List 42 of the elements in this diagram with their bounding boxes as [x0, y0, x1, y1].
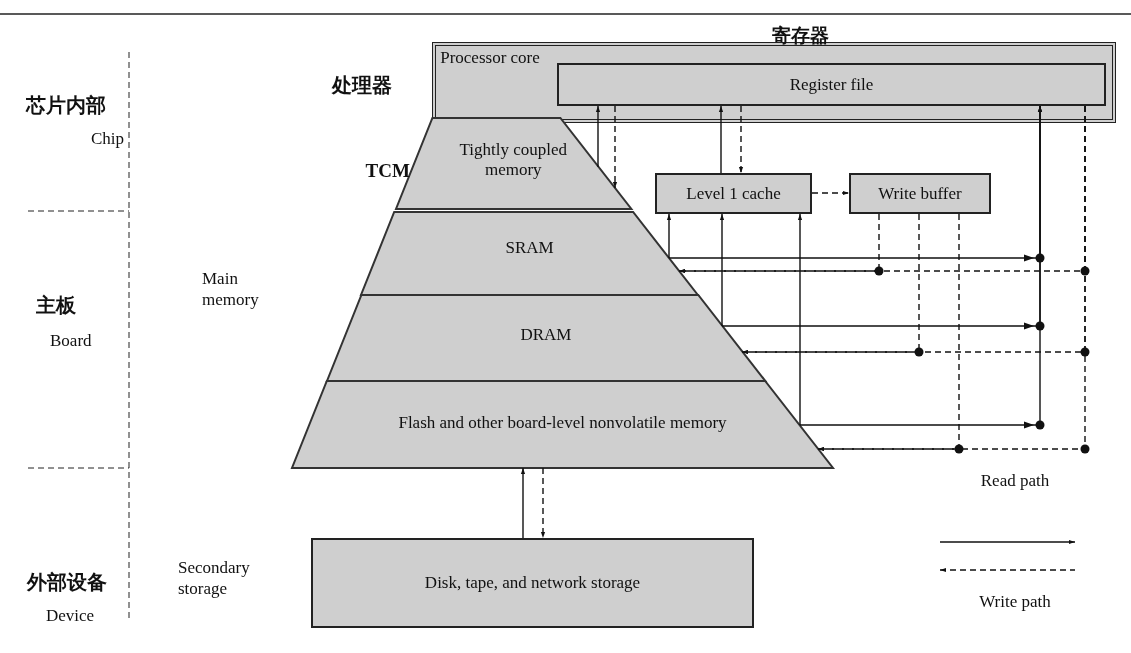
- caption-label: 寄存器: [772, 24, 829, 48]
- node-label: DRAM: [519, 325, 573, 346]
- arrow: [612, 105, 618, 189]
- memory-layer: [292, 381, 833, 468]
- arrow: [595, 105, 601, 168]
- arrow: [811, 190, 850, 196]
- arrow: [738, 105, 744, 174]
- zone-heading: 处理器: [332, 73, 392, 98]
- zone-heading: 主板: [36, 293, 76, 318]
- arrow: [540, 467, 546, 539]
- arrow: [797, 213, 803, 426]
- node-label: Register file: [788, 75, 875, 96]
- zone-heading: 芯片内部: [26, 93, 106, 118]
- zone-label: Board: [50, 330, 92, 352]
- arrow: [799, 105, 1043, 426]
- arrow: [666, 213, 672, 259]
- node-label: Disk, tape, and network storage: [423, 573, 642, 594]
- node-label: Flash and other board-level nonvolatile memory: [397, 413, 728, 434]
- cache-box: [655, 173, 812, 214]
- arrow: [520, 467, 526, 539]
- zone-label: Main memory: [202, 268, 260, 311]
- arrow: [817, 213, 960, 452]
- zone-heading: 外部设备: [27, 570, 107, 595]
- storage-box: [311, 538, 754, 628]
- zone-label: Secondary storage: [178, 557, 251, 600]
- arrow: [678, 213, 880, 274]
- node-label: Write buffer: [877, 184, 963, 205]
- zone-label: Chip: [91, 128, 125, 150]
- arrow: [719, 213, 725, 327]
- node-label: SRAM: [504, 238, 555, 259]
- node-label: Level 1 cache: [685, 184, 782, 205]
- caption-label: TCM: [365, 160, 410, 182]
- zone-label: Device: [46, 605, 95, 627]
- node-label: Tightly coupled memory: [458, 140, 569, 181]
- memory-layer: [326, 295, 766, 381]
- node-label: Processor core: [440, 48, 540, 69]
- legend-label: Read path: [979, 470, 1051, 492]
- arrow: [718, 105, 724, 174]
- legend-label: Write path: [978, 591, 1052, 613]
- buffer-box: [849, 173, 991, 214]
- arrow: [741, 213, 920, 355]
- memory-layer: [361, 212, 699, 295]
